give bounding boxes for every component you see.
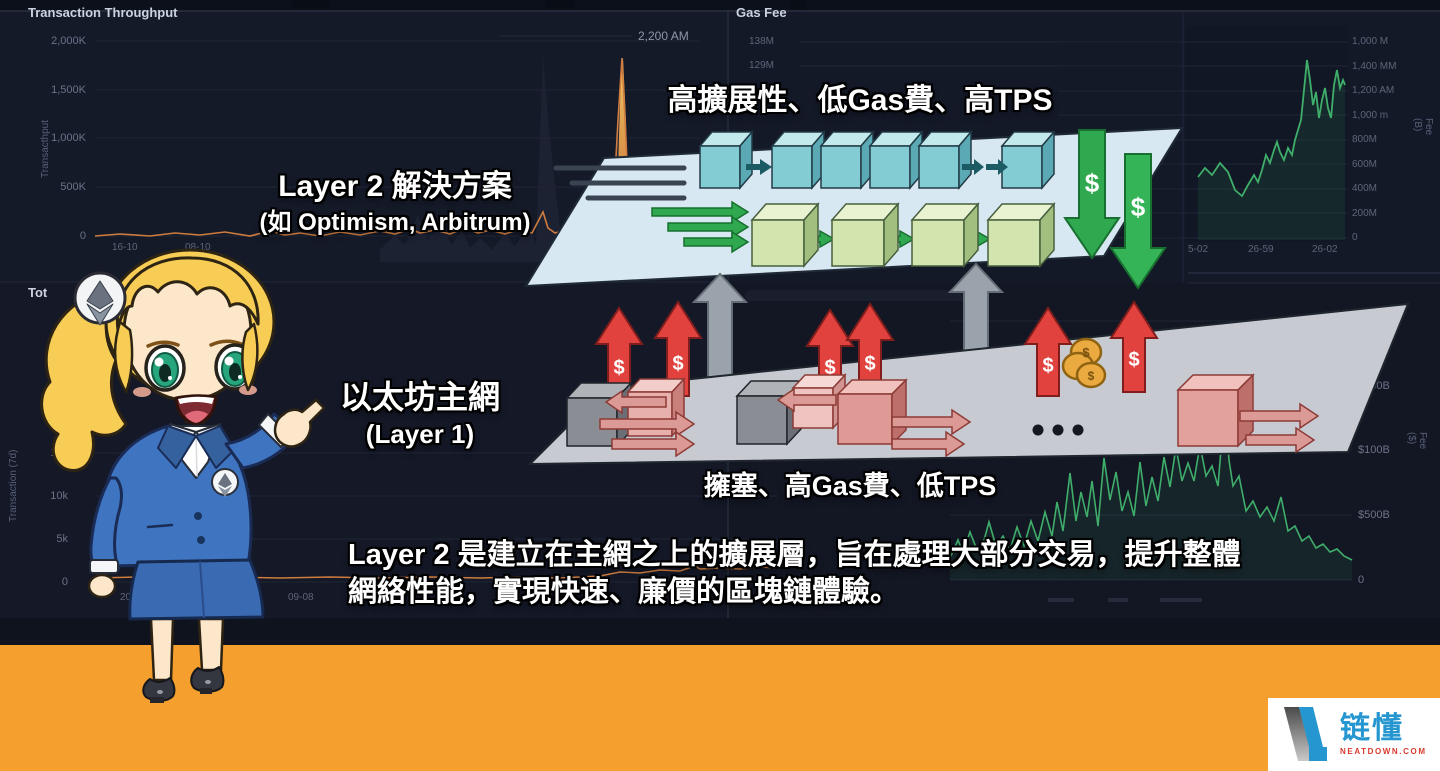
legend-smudge	[1048, 598, 1202, 602]
y-tick-label: $200B	[1358, 315, 1390, 327]
caption-line-1: Layer 2 是建立在主網之上的擴展層，旨在處理大部分交易，提升整體	[348, 539, 1241, 571]
gas-right-area	[1198, 60, 1345, 240]
chart-annotation: 2,200 AM	[638, 29, 689, 43]
y-tick-label: $100B	[1358, 444, 1390, 456]
y-axis-label: Fee ($)	[1406, 432, 1428, 450]
brand-domain: NEATDOWN.COM	[1340, 746, 1427, 756]
fee-area	[950, 400, 1352, 580]
y-tick-label: 129M	[748, 60, 774, 71]
y-axis-label: Fee (B)	[1412, 118, 1434, 136]
y-tick-label: 400M	[1352, 183, 1378, 194]
x-tick-label: 5-02	[1188, 244, 1209, 255]
y-tick-label: 600M	[1352, 159, 1378, 170]
caption-line-2: 網絡性能，實現快速、廉價的區塊鏈體驗。	[348, 576, 900, 608]
y-tick-label: 1,000K	[51, 132, 86, 144]
l1-problems-label: 擁塞、高Gas費、低TPS	[703, 471, 997, 501]
y-tick-label: 138M	[748, 36, 774, 47]
brand-name: 链懂	[1340, 711, 1404, 745]
x-tick-label: 20	[120, 592, 132, 603]
l2-subtitle-label: (如 Optimism, Arbitrum)	[259, 209, 531, 236]
x-tick-label: 26-02	[1312, 244, 1338, 255]
chart-title-total: Tot	[28, 285, 48, 300]
y-tick-label: 1,000 M	[1352, 36, 1389, 47]
chart-title-gasfee: Gas Fee	[736, 5, 787, 20]
x-tick-label: 26-59	[1248, 244, 1274, 255]
y-tick-label: 0	[79, 230, 86, 242]
y-tick-label: 5k	[56, 533, 68, 545]
throughput-line	[94, 57, 666, 237]
l1-subtitle-label: (Layer 1)	[365, 419, 475, 449]
brand-logo-box: 链懂 NEATDOWN.COM	[1268, 698, 1440, 771]
l2-benefits-label: 高擴展性、低Gas費、高TPS	[667, 84, 1053, 117]
y-tick-label: $150B	[1358, 380, 1390, 392]
y-tick-label: 2,000K	[51, 35, 86, 47]
chart-title-throughput: Transaction Throughput	[28, 5, 178, 20]
y-tick-label: 800M	[1352, 134, 1378, 145]
y-tick-label: 200M	[1352, 208, 1378, 219]
x-tick-label: 08-10	[185, 242, 211, 253]
y-tick-label: 1,500K	[51, 84, 86, 96]
y-tick-label: 0	[1358, 574, 1365, 586]
y-tick-label: $500B	[1358, 509, 1390, 521]
y-tick-label: 15k	[50, 447, 68, 459]
y-tick-label: 1,400 MM	[1352, 61, 1397, 72]
y-axis-label: Transacthput	[40, 120, 51, 178]
y-axis-label: Transaction (7d)	[8, 449, 19, 522]
y-tick-label: 1,200 AM	[1352, 85, 1395, 96]
y-tick-label: 0	[1352, 232, 1358, 243]
gas-right-line	[1197, 59, 1346, 198]
l2-title-label: Layer 2 解決方案	[278, 170, 512, 203]
footer-bar	[0, 645, 1440, 771]
y-tick-label: 0	[61, 576, 68, 588]
y-tick-label: 10k	[50, 490, 68, 502]
y-tick-label: 500K	[60, 181, 86, 193]
y-tick-label: 1,000 m	[1352, 110, 1389, 121]
brand-l-logo-icon	[1284, 706, 1327, 761]
x-tick-label: 16-10	[112, 242, 138, 253]
fee-line	[949, 399, 1353, 561]
l1-title-label: 以太坊主網	[339, 379, 500, 415]
x-tick-label: 09-08	[288, 592, 314, 603]
